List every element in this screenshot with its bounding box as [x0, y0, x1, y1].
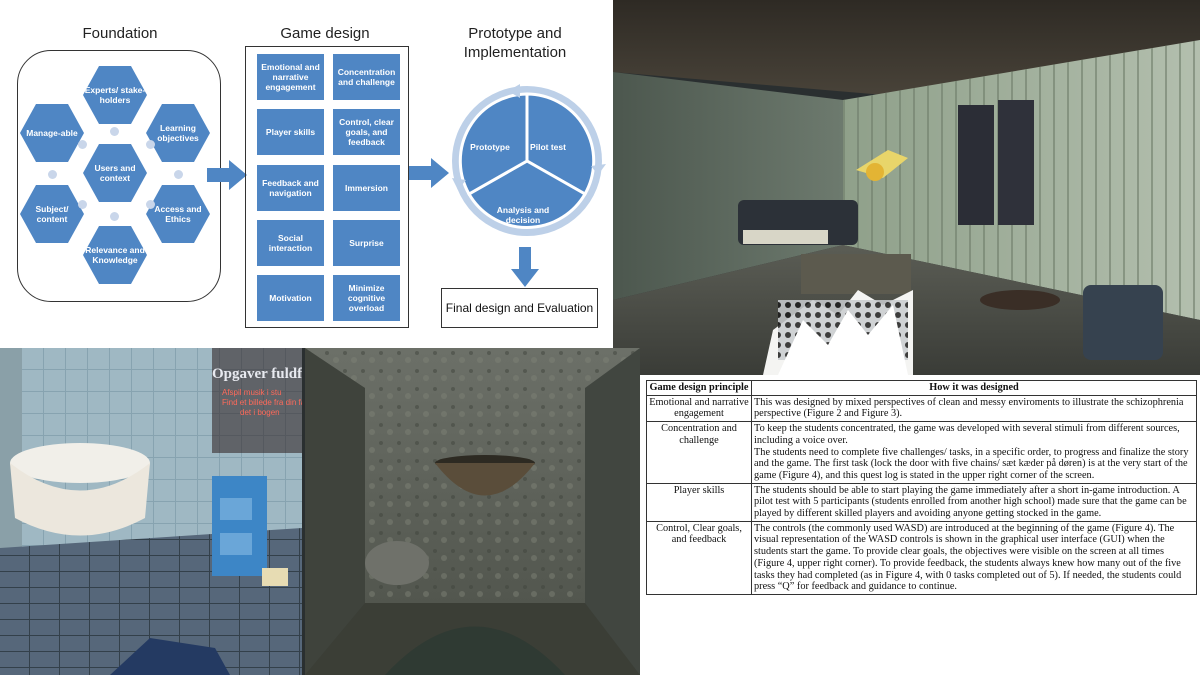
connector-dot — [174, 170, 183, 179]
gd-emotional: Emotional and narrative engagement — [257, 54, 324, 100]
hex-learning-objectives: Learning objectives — [146, 104, 210, 162]
gd-feedback-navigation: Feedback and navigation — [257, 165, 324, 211]
arrow-down-icon — [511, 247, 539, 287]
table-row: Emotional and narrative engagement This … — [646, 394, 1197, 423]
cycle-analysis: Analysis and decision — [496, 205, 550, 225]
hex-access-ethics: Access and Ethics — [146, 185, 210, 243]
principle-cell: Control, Clear goals, and feedback — [646, 520, 752, 595]
connector-dot — [78, 200, 87, 209]
gd-minimize-overload: Minimize cognitive overload — [333, 275, 400, 321]
principle-cell: Concentration and challenge — [646, 421, 752, 484]
game-scene-bathroom: Opgaver fuldfør Afspil musik i stu Find … — [0, 348, 302, 675]
hex-relevance-knowledge: Relevance and Knowledge — [83, 226, 147, 284]
description-cell: The students should be able to start pla… — [751, 482, 1197, 522]
hex-subject-content: Subject/ content — [20, 185, 84, 243]
final-design-box: Final design and Evaluation — [441, 288, 598, 328]
game-design-title: Game design — [280, 25, 370, 42]
game-scene-living-room — [613, 0, 1200, 375]
prototype-title: Prototype and Implementation — [463, 25, 567, 61]
principle-cell: Player skills — [646, 482, 752, 522]
arrow-right-icon — [409, 158, 449, 188]
connector-dot — [146, 140, 155, 149]
gd-concentration: Concentration and challenge — [333, 54, 400, 100]
design-principles-table-panel: Game design principle How it was designe… — [640, 375, 1200, 675]
living-room-image — [613, 0, 1200, 375]
hex-users-context: Users and context — [83, 144, 147, 202]
gd-control-goals: Control, clear goals, and feedback — [333, 109, 400, 155]
table-row: Concentration and challenge To keep the … — [646, 421, 1197, 484]
prototype-cycle — [452, 84, 606, 236]
bathroom-image — [0, 348, 302, 675]
quest-log-title: Opgaver fuldfør — [212, 366, 302, 382]
gd-immersion: Immersion — [333, 165, 400, 211]
connector-dot — [110, 212, 119, 221]
col-header-principle: Game design principle — [646, 380, 752, 396]
table-row: Control, Clear goals, and feedback The c… — [646, 520, 1197, 595]
description-cell: To keep the students concentrated, the g… — [751, 421, 1197, 484]
connector-dot — [78, 140, 87, 149]
foundation-title: Foundation — [82, 25, 158, 42]
game-scene-messy-bathroom — [305, 348, 640, 675]
game-design-box — [245, 46, 409, 328]
gd-social-interaction: Social interaction — [257, 220, 324, 266]
gd-motivation: Motivation — [257, 275, 324, 321]
cycle-prototype: Prototype — [470, 142, 510, 152]
quest-line: det i bogen — [240, 408, 280, 417]
table-header-row: Game design principle How it was designe… — [646, 380, 1197, 396]
framework-diagram: Foundation Game design Prototype and Imp… — [0, 0, 613, 348]
quest-line: Afspil musik i stu — [222, 388, 282, 397]
col-header-how: How it was designed — [751, 380, 1197, 396]
gd-player-skills: Player skills — [257, 109, 324, 155]
messy-bathroom-image — [305, 348, 640, 675]
cycle-pilot-test: Pilot test — [530, 142, 566, 152]
description-cell: The controls (the commonly used WASD) ar… — [751, 520, 1197, 595]
design-principles-table: Game design principle How it was designe… — [646, 380, 1197, 595]
gd-surprise: Surprise — [333, 220, 400, 266]
connector-dot — [110, 127, 119, 136]
quest-line: Find et billede fra din familie og læg — [222, 398, 302, 407]
arrow-right-icon — [207, 160, 247, 190]
description-cell: This was designed by mixed perspectives … — [751, 394, 1197, 423]
principle-cell: Emotional and narrative engagement — [646, 394, 752, 423]
connector-dot — [146, 200, 155, 209]
table-row: Player skills The students should be abl… — [646, 482, 1197, 522]
connector-dot — [48, 170, 57, 179]
